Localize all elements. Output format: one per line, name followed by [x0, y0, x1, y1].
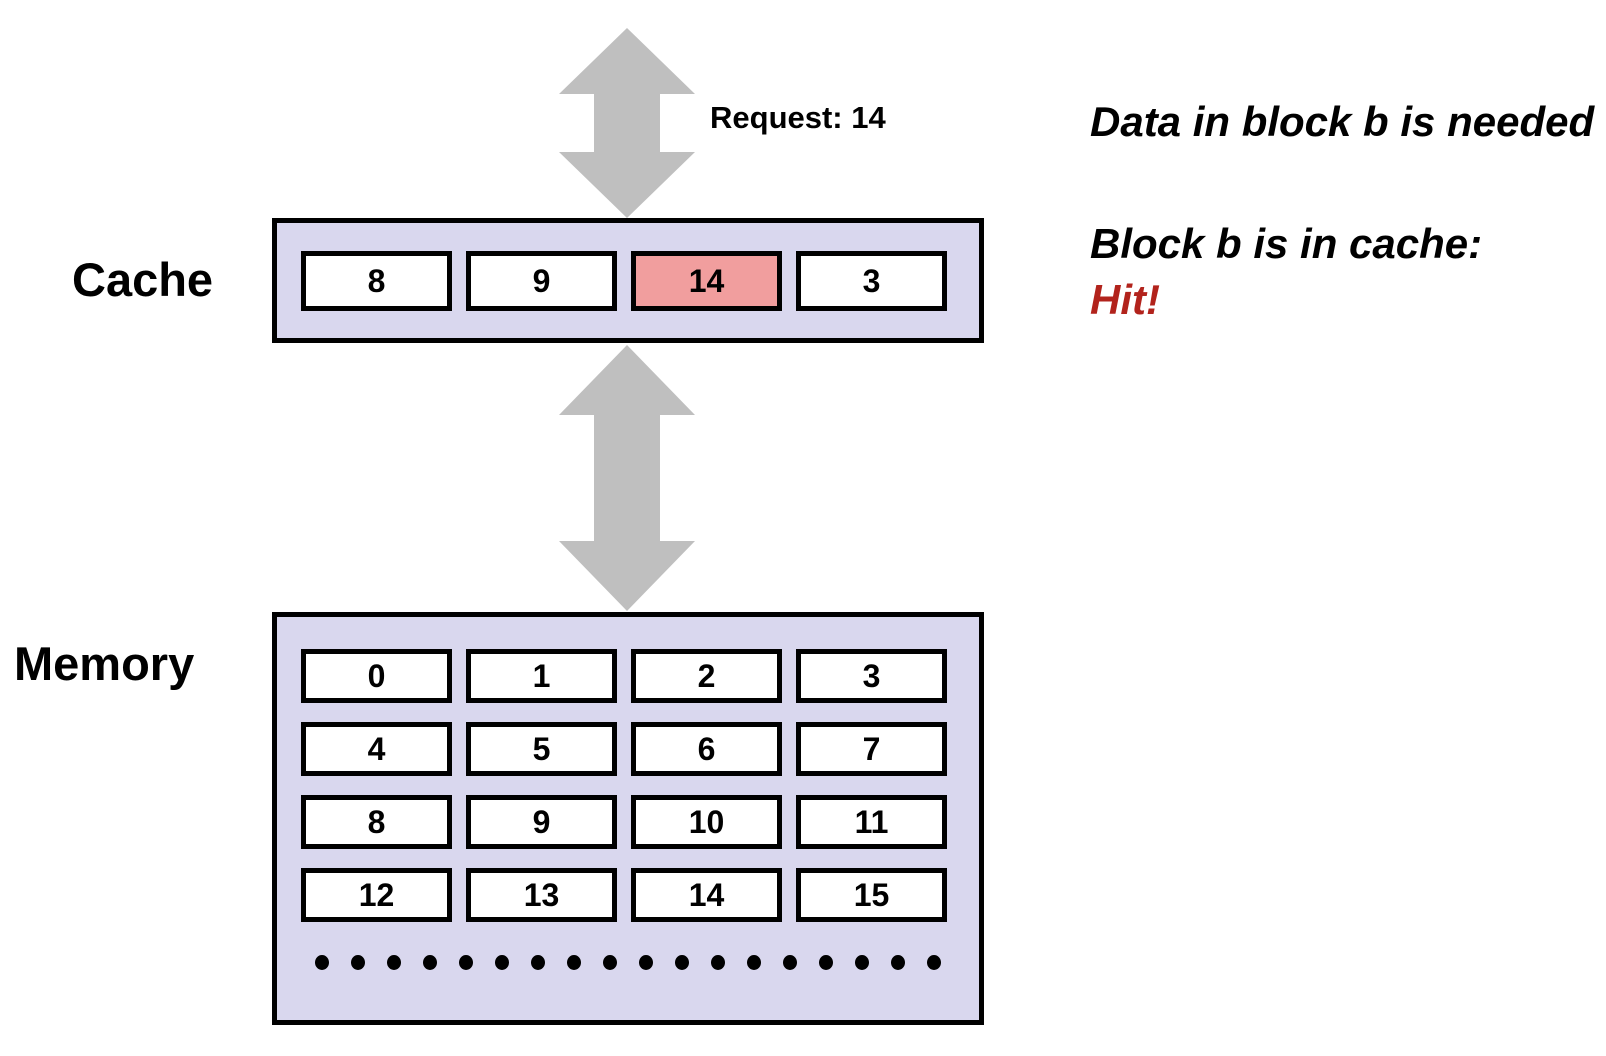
cache-block: 9 — [466, 251, 617, 311]
ellipsis-dot — [675, 955, 689, 970]
memory-block: 11 — [796, 795, 947, 849]
cache-label: Cache — [72, 253, 214, 306]
ellipsis-dot — [891, 955, 905, 970]
memory-block: 0 — [301, 649, 452, 703]
annotation-block-in-cache: Block b is in cache: — [1090, 220, 1483, 267]
double-vertical-arrow-icon — [559, 345, 695, 611]
ellipsis-dot — [387, 955, 401, 970]
arrow-shape — [559, 345, 695, 611]
memory-block: 7 — [796, 722, 947, 776]
memory-block: 2 — [631, 649, 782, 703]
annotation-hit: Hit! — [1090, 276, 1160, 323]
request-label: Request: 14 — [710, 100, 886, 135]
ellipsis-dot — [423, 955, 437, 970]
ellipsis-dot — [495, 955, 509, 970]
memory-block: 6 — [631, 722, 782, 776]
memory-block: 12 — [301, 868, 452, 922]
ellipsis-dot — [639, 955, 653, 970]
ellipsis-dot — [783, 955, 797, 970]
memory-block: 10 — [631, 795, 782, 849]
ellipsis-dot — [711, 955, 725, 970]
ellipsis-dot — [567, 955, 581, 970]
memory-block: 4 — [301, 722, 452, 776]
memory-block: 3 — [796, 649, 947, 703]
cache-block: 3 — [796, 251, 947, 311]
memory-block: 5 — [466, 722, 617, 776]
ellipsis-dot — [747, 955, 761, 970]
ellipsis-dot — [603, 955, 617, 970]
ellipsis-dot — [351, 955, 365, 970]
memory-block: 8 — [301, 795, 452, 849]
memory-label: Memory — [14, 637, 195, 690]
arrow-shape — [559, 28, 695, 218]
memory-block: 15 — [796, 868, 947, 922]
ellipsis-dot — [315, 955, 329, 970]
memory-block: 14 — [631, 868, 782, 922]
memory-block: 1 — [466, 649, 617, 703]
ellipsis-dot — [819, 955, 833, 970]
memory-block: 9 — [466, 795, 617, 849]
memory-block: 13 — [466, 868, 617, 922]
memory-ellipsis — [277, 955, 979, 970]
ellipsis-dot — [531, 955, 545, 970]
ellipsis-dot — [855, 955, 869, 970]
ellipsis-dot — [459, 955, 473, 970]
annotation-data-needed: Data in block b is needed — [1090, 98, 1595, 145]
double-vertical-arrow-icon — [559, 28, 695, 218]
ellipsis-dot — [927, 955, 941, 970]
cache-block-hit: 14 — [631, 251, 782, 311]
cache-block: 8 — [301, 251, 452, 311]
